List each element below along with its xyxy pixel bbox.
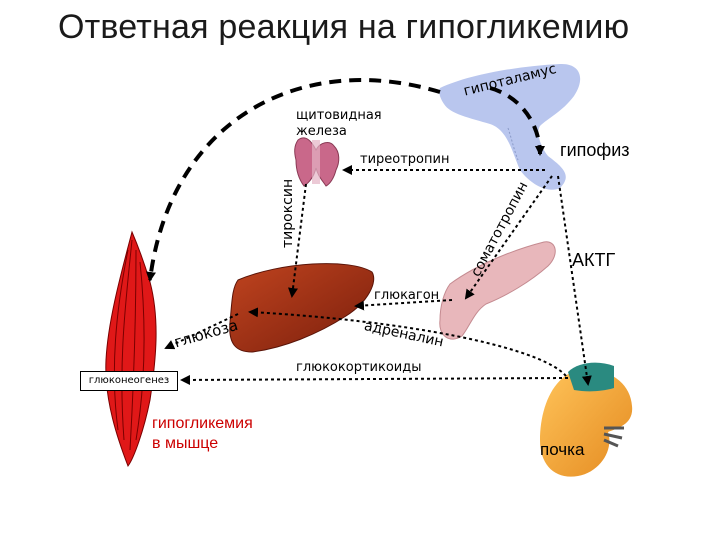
label-thyroxine: тироксин xyxy=(280,178,296,248)
arrow-thyroxine xyxy=(288,183,307,298)
arrow-hypothalamus-to-pituitary xyxy=(489,86,545,156)
page-title: Ответная реакция на гипогликемию xyxy=(58,8,630,46)
label-thyroid: щитовидная железа xyxy=(296,108,382,139)
adrenal-gland xyxy=(568,362,614,392)
arrow-somatotropin xyxy=(464,175,553,300)
label-acth: АКТГ xyxy=(572,250,616,270)
kidney-vessels xyxy=(603,426,624,448)
liver-shape xyxy=(229,263,375,353)
gluconeogenesis-box: глюконеогенез xyxy=(80,371,178,391)
arrow-glucocorticoids xyxy=(180,374,569,385)
thyroid-trachea xyxy=(312,140,320,184)
label-muscle-hypoglycemia-1: гипогликемия xyxy=(152,415,253,432)
pancreas-shape xyxy=(439,241,556,340)
arrow-glucose xyxy=(164,313,239,350)
label-glucocorticoids: глюкокортикоиды xyxy=(296,360,422,375)
arrow-glucagon xyxy=(354,299,453,311)
pituitary-stalk xyxy=(507,127,519,161)
label-glucagon: глюкагон xyxy=(374,288,440,303)
label-thyrotropin: тиреотропин xyxy=(360,152,450,167)
arrow-adrenaline xyxy=(248,307,567,377)
muscle-fibers xyxy=(113,239,145,451)
label-muscle-hypoglycemia-2: в мышце xyxy=(152,435,219,452)
hypothalamus-shape xyxy=(439,63,581,190)
label-pituitary: гипофиз xyxy=(560,140,630,160)
muscle-shape xyxy=(105,230,157,468)
arrow-acth xyxy=(557,175,592,386)
label-kidney: почка xyxy=(540,440,585,459)
kidney-shape xyxy=(540,369,633,477)
